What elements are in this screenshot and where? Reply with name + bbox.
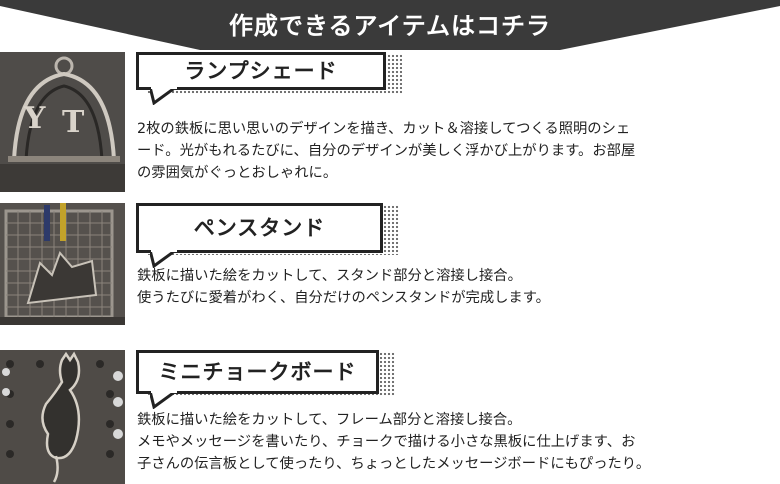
pen-stand-photo bbox=[0, 203, 125, 325]
item-description: 鉄板に描いた絵をカットして、フレーム部分と溶接し接合。 メモやメッセージを書いた… bbox=[137, 412, 651, 472]
item-description: 2枚の鉄板に思い思いのデザインを描き、カット＆溶接してつくる照明のシェ ード。光… bbox=[137, 121, 636, 181]
svg-text:Y: Y bbox=[23, 101, 46, 136]
banner-title: 作成できるアイテムはコチラ bbox=[228, 12, 552, 40]
header-banner: 作成できるアイテムはコチラ bbox=[0, 0, 780, 50]
item-title: ランプシェード bbox=[136, 52, 386, 90]
item-title: ペンスタンド bbox=[136, 203, 383, 253]
item-lamp-shade: Y T ランプシェード 2枚の鉄板に思い思いのデザインを描き、カット＆溶接してつ… bbox=[0, 52, 780, 192]
speech-tail bbox=[150, 87, 179, 105]
item-title: ミニチョークボード bbox=[136, 350, 379, 394]
speech-tail bbox=[150, 250, 179, 268]
item-chalkboard: ミニチョークボード 鉄板に描いた絵をカットして、フレーム部分と溶接し接合。 メモ… bbox=[0, 350, 780, 484]
lamp-shade-photo: Y T bbox=[0, 52, 125, 192]
chalkboard-photo bbox=[0, 350, 125, 484]
speech-tail bbox=[150, 391, 179, 409]
svg-text:T: T bbox=[62, 105, 85, 140]
item-description: 鉄板に描いた絵をカットして、スタンド部分と溶接し接合。 使うたびに愛着がわく、自… bbox=[137, 268, 550, 306]
item-pen-stand: ペンスタンド 鉄板に描いた絵をカットして、スタンド部分と溶接し接合。 使うたびに… bbox=[0, 203, 780, 325]
banner-shape bbox=[0, 0, 780, 50]
